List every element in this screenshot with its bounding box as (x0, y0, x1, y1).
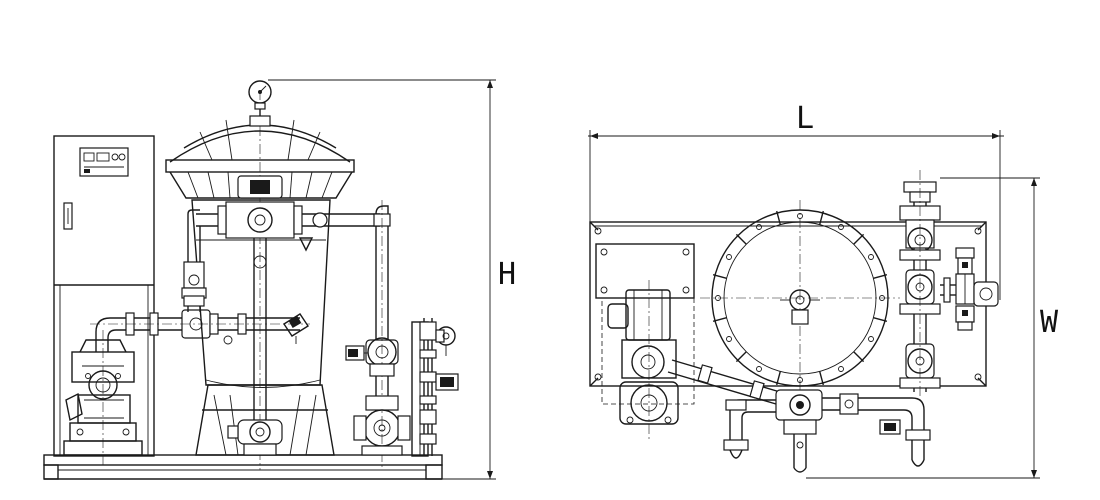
head-valve-assembly (196, 175, 380, 252)
pump-motor (63, 330, 143, 465)
instrument-rack (411, 318, 459, 457)
lid-bolt (715, 295, 721, 301)
temperature-sensor (283, 313, 309, 344)
flow-meter (973, 281, 999, 307)
lid-clamp-divider (712, 274, 727, 279)
lid-clamp-divider (819, 210, 824, 225)
filter-tank-body (191, 90, 331, 470)
lid-clamp-divider (776, 371, 781, 386)
length-dimension: L (588, 101, 1004, 300)
width-label: W (1040, 305, 1059, 340)
lid-bolt (797, 377, 803, 383)
lid-clamp-divider (853, 351, 865, 363)
lid-bolt (838, 366, 844, 372)
lid-clamp-divider (735, 351, 747, 363)
lid-clamp-divider (873, 274, 888, 279)
pump-top (607, 280, 679, 440)
front-elevation: H (43, 79, 516, 480)
lid-bolt (756, 366, 762, 372)
lid-bolt (756, 224, 762, 230)
drain-valve (237, 419, 283, 445)
lid-clamp-divider (735, 233, 747, 245)
width-dimension: W (806, 177, 1059, 479)
lid-bolt (879, 295, 885, 301)
suction-pipe (90, 309, 310, 352)
valve-train-top (899, 170, 941, 400)
lid-clamp-divider (873, 317, 888, 322)
filter-tank-top (700, 200, 900, 400)
lid-clamp-divider (712, 317, 727, 322)
lid-bolt (838, 224, 844, 230)
lid-clamp-divider (776, 210, 781, 225)
control-panel-top (595, 243, 695, 405)
lid-bolt (726, 254, 732, 260)
lid-bolt (726, 336, 732, 342)
lid-bolt (797, 213, 803, 219)
length-label: L (796, 101, 814, 136)
drain-branch (723, 399, 776, 459)
side-instruments (940, 247, 999, 331)
height-dimension: H (268, 79, 516, 480)
left-riser-pipe (181, 209, 207, 312)
center-drain-pipe (227, 238, 283, 456)
right-valve-train (345, 337, 411, 456)
lid-bolt (868, 336, 874, 342)
lid-clamps (712, 210, 888, 386)
control-panel-cabinet (53, 135, 155, 457)
discharge-pipe-top (667, 359, 823, 473)
return-pipe (822, 393, 931, 467)
right-riser-pipe (373, 200, 391, 470)
lid-clamp-divider (853, 233, 865, 245)
plan-view: L W (588, 101, 1059, 479)
height-label: H (498, 257, 516, 292)
lid-clamp-divider (819, 371, 824, 386)
lid-bolt (868, 254, 874, 260)
pressure-gauge-icon (248, 80, 272, 110)
